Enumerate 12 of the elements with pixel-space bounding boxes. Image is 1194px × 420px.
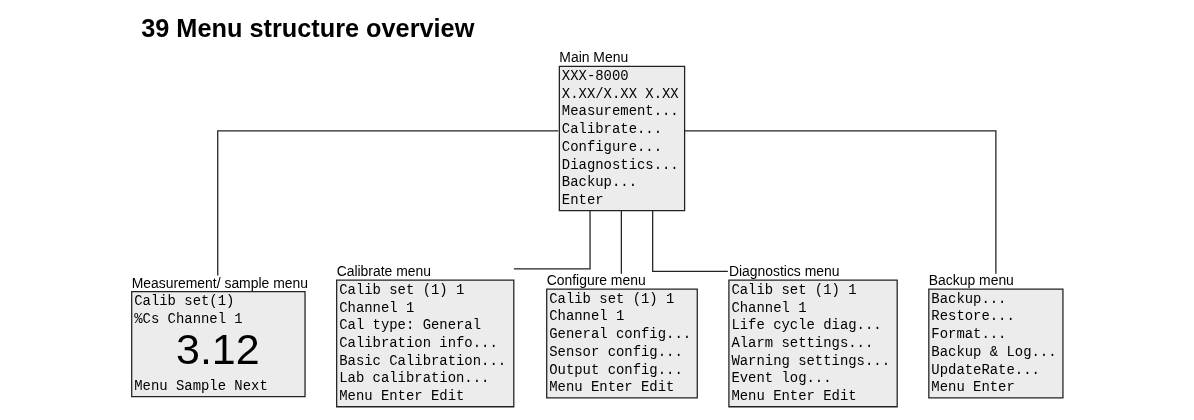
node-label: Diagnostics menu [728, 263, 840, 280]
node-label: Backup menu [928, 272, 1014, 289]
node-label: Main Menu [559, 49, 629, 66]
node-label: Configure menu [546, 272, 646, 289]
node-label: Calibrate menu [336, 263, 431, 280]
connector [217, 130, 559, 277]
node-label: Measurement/ sample menu [131, 274, 308, 291]
connector [620, 210, 622, 275]
connector [683, 130, 997, 275]
diagram-title: 39 Menu structure overview [141, 14, 475, 43]
connector [513, 210, 591, 270]
connector [652, 210, 729, 272]
